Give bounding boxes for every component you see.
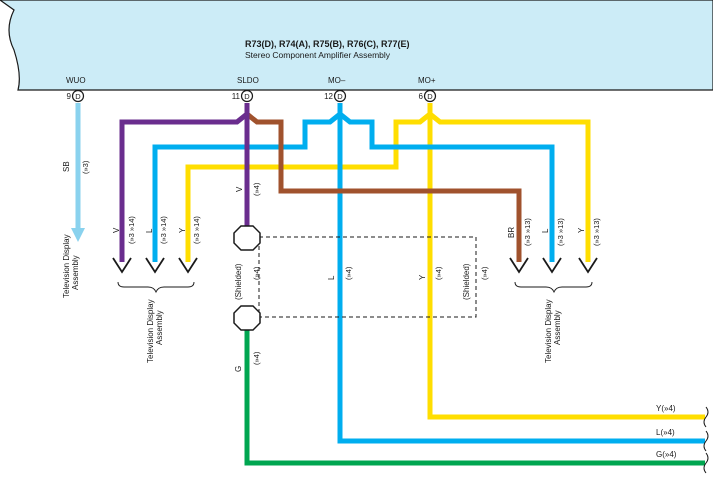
wire-v-left [119,103,250,262]
arrow-y2 [578,257,598,274]
break-line-g [703,452,709,474]
wire-y-branch-left [185,103,433,262]
wire-ref-v: (»3 »14) [127,216,136,244]
wire-code-g: G [234,366,243,372]
wire-g [244,330,705,466]
shield-connector-top [233,225,261,251]
shield-dashed-box [258,236,477,318]
wire-l-main [337,114,705,444]
break-line-y [703,406,709,428]
dest-tv-display-1-line1: Television Display [62,234,71,298]
pin-letter-11: D [244,92,250,101]
wire-ref-l2: (»3 »13) [556,218,565,246]
pin-name-mo-minus: MO– [328,76,346,85]
dest-tv-display-1-line2: Assembly [71,255,80,290]
wire-code-v: V [112,227,121,233]
shield-ref-right: (»4) [480,266,489,280]
shield-ref-left: (»4) [252,266,261,280]
wire-ref-v2: (»4) [252,182,261,196]
shield-connector-bottom [233,305,261,331]
arrow-l2 [542,257,562,274]
pin-connector-9 [71,89,85,103]
bracket-tv-display-2 [117,281,195,294]
wire-ref-sb: (»3) [81,160,90,174]
dest-tv-display-2-line2: Assembly [155,310,164,345]
component-title: R73(D), R74(A), R75(B), R76(C), R77(E) [245,39,410,49]
component-name: Stereo Component Amplifier Assembly [245,50,391,60]
arrow-sb-head [71,228,85,242]
wire-y-main [427,114,705,420]
wire-ref-g: (»4) [252,351,261,365]
wire-ref-y: (»3 »14) [192,216,201,244]
mid-wire-code-y: Y [418,274,427,280]
mid-wire-ref-y: (»4) [434,266,443,280]
amplifier-assembly-body [0,0,713,91]
continuation-l: L(»4) [656,428,675,437]
wire-ref-br: (»3 »13) [523,218,532,246]
arrow-br [509,257,529,274]
pin-letter-6: D [427,92,433,101]
pin-letter-12: D [337,92,343,101]
pin-name-wuo: WUO [66,76,86,85]
pin-letter-9: D [75,92,81,101]
wire-code-v2: V [235,186,244,192]
shield-label-left: (Shielded) [234,263,243,300]
pin-connector-11 [240,89,254,103]
bracket-tv-display-3 [514,281,593,294]
continuation-g: G(»4) [656,450,677,459]
wire-ref-l: (»3 »14) [159,216,168,244]
wire-code-l: L [145,228,154,233]
dest-tv-display-3-line1: Television Display [544,299,553,363]
pin-number-9: 9 [67,92,72,101]
wire-code-y2: Y [577,227,586,233]
mid-wire-code-l: L [327,275,336,280]
dest-tv-display-2-line1: Television Display [146,299,155,363]
pin-number-12: 12 [324,92,333,101]
wire-code-sb: SB [62,161,71,172]
wire-code-l2: L [541,228,550,233]
dest-tv-display-3-line2: Assembly [553,310,562,345]
arrow-v [112,257,132,274]
arrow-y [178,257,198,274]
pin-connector-12 [333,89,347,103]
pin-name-sldo: SLDO [237,76,259,85]
wire-code-br: BR [507,227,516,238]
pin-name-mo-plus: MO+ [418,76,436,85]
shield-label-right: (Shielded) [462,263,471,300]
break-line-l [703,430,709,452]
pin-connector-6 [423,89,437,103]
wire-ref-y2: (»3 »13) [592,218,601,246]
continuation-y: Y(»4) [656,404,676,413]
pin-number-6: 6 [419,92,424,101]
mid-wire-ref-l: (»4) [344,266,353,280]
wire-y-branch-right [427,103,591,262]
wire-br [244,103,522,262]
arrow-l [145,257,165,274]
pin-number-11: 11 [232,92,241,101]
wire-code-y: Y [178,227,187,233]
